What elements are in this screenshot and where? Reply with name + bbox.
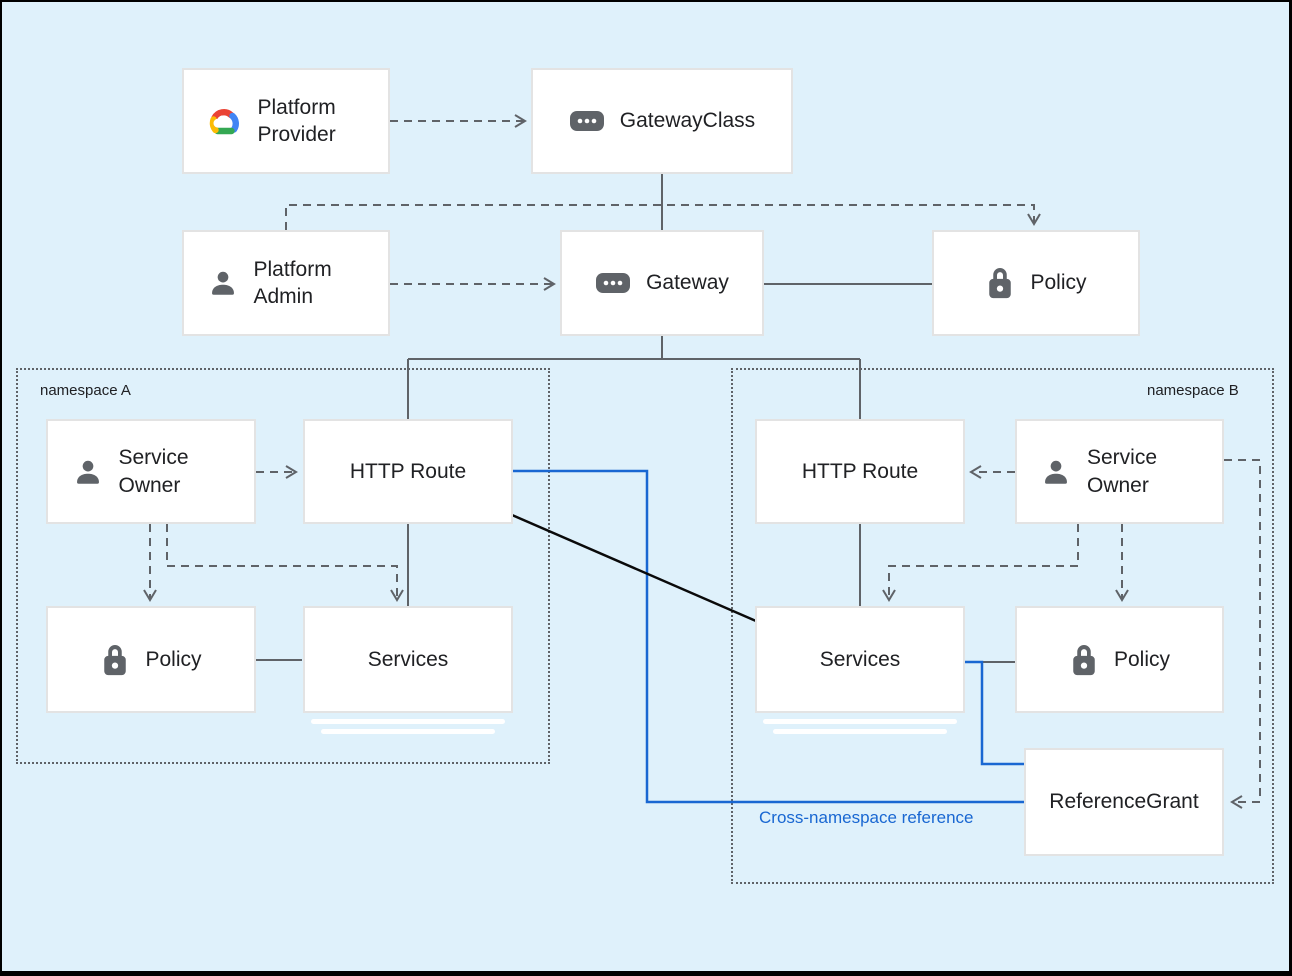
services-a-stack-line	[321, 729, 495, 734]
node-label: ReferenceGrant	[1049, 790, 1199, 814]
node-label: Policy	[145, 647, 202, 671]
node-service-owner-a: Service Owner	[46, 419, 256, 524]
node-label: Service Owner	[118, 446, 189, 497]
node-service-owner-b: Service Owner	[1015, 419, 1224, 524]
node-label: Services	[367, 647, 449, 671]
node-label: GatewayClass	[619, 109, 756, 133]
node-label: HTTP Route	[801, 459, 919, 483]
services-a-stack-line	[311, 719, 505, 724]
dashed-gray-connectors	[143, 114, 1261, 809]
node-reference-grant: ReferenceGrant	[1024, 748, 1224, 856]
person-icon	[72, 456, 104, 488]
lock-icon	[100, 643, 130, 677]
lock-icon	[985, 266, 1015, 300]
node-label: HTTP Route	[349, 459, 467, 483]
google-cloud-icon	[203, 105, 243, 138]
namespace-a-label: namespace A	[40, 382, 131, 399]
node-label: Gateway	[646, 271, 729, 295]
node-gateway: Gateway	[560, 230, 764, 336]
resource-chip-icon	[595, 272, 631, 294]
node-policy-top: Policy	[932, 230, 1140, 336]
person-icon	[207, 267, 239, 299]
cross-namespace-reference-label: Cross-namespace reference	[759, 808, 974, 827]
black-diagonal-connector	[511, 513, 757, 623]
node-http-route-b: HTTP Route	[755, 419, 965, 524]
namespace-a-group	[16, 368, 550, 764]
namespace-b-label: namespace B	[1147, 382, 1239, 399]
namespace-b-group	[731, 368, 1274, 884]
node-label: Policy	[1113, 647, 1171, 671]
solid-gray-connectors	[256, 174, 1015, 663]
node-http-route-a: HTTP Route	[303, 419, 513, 524]
resource-chip-icon	[569, 110, 605, 132]
node-platform-admin: Platform Admin	[182, 230, 390, 336]
node-label: Platform Admin	[253, 257, 332, 308]
node-policy-b: Policy	[1015, 606, 1224, 713]
lock-icon	[1069, 643, 1099, 677]
services-b-stack-line	[773, 729, 947, 734]
node-services-a: Services	[303, 606, 513, 713]
node-platform-provider: Platform Provider	[182, 68, 390, 174]
node-services-b: Services	[755, 606, 965, 713]
node-gateway-class: GatewayClass	[531, 68, 793, 174]
blue-connectors	[513, 469, 1024, 804]
node-label: Platform Provider	[257, 95, 336, 146]
person-icon	[1040, 456, 1072, 488]
node-label: Service Owner	[1087, 446, 1158, 497]
node-policy-a: Policy	[46, 606, 256, 713]
node-label: Policy	[1030, 271, 1087, 295]
node-label: Services	[819, 647, 901, 671]
services-b-stack-line	[763, 719, 957, 724]
